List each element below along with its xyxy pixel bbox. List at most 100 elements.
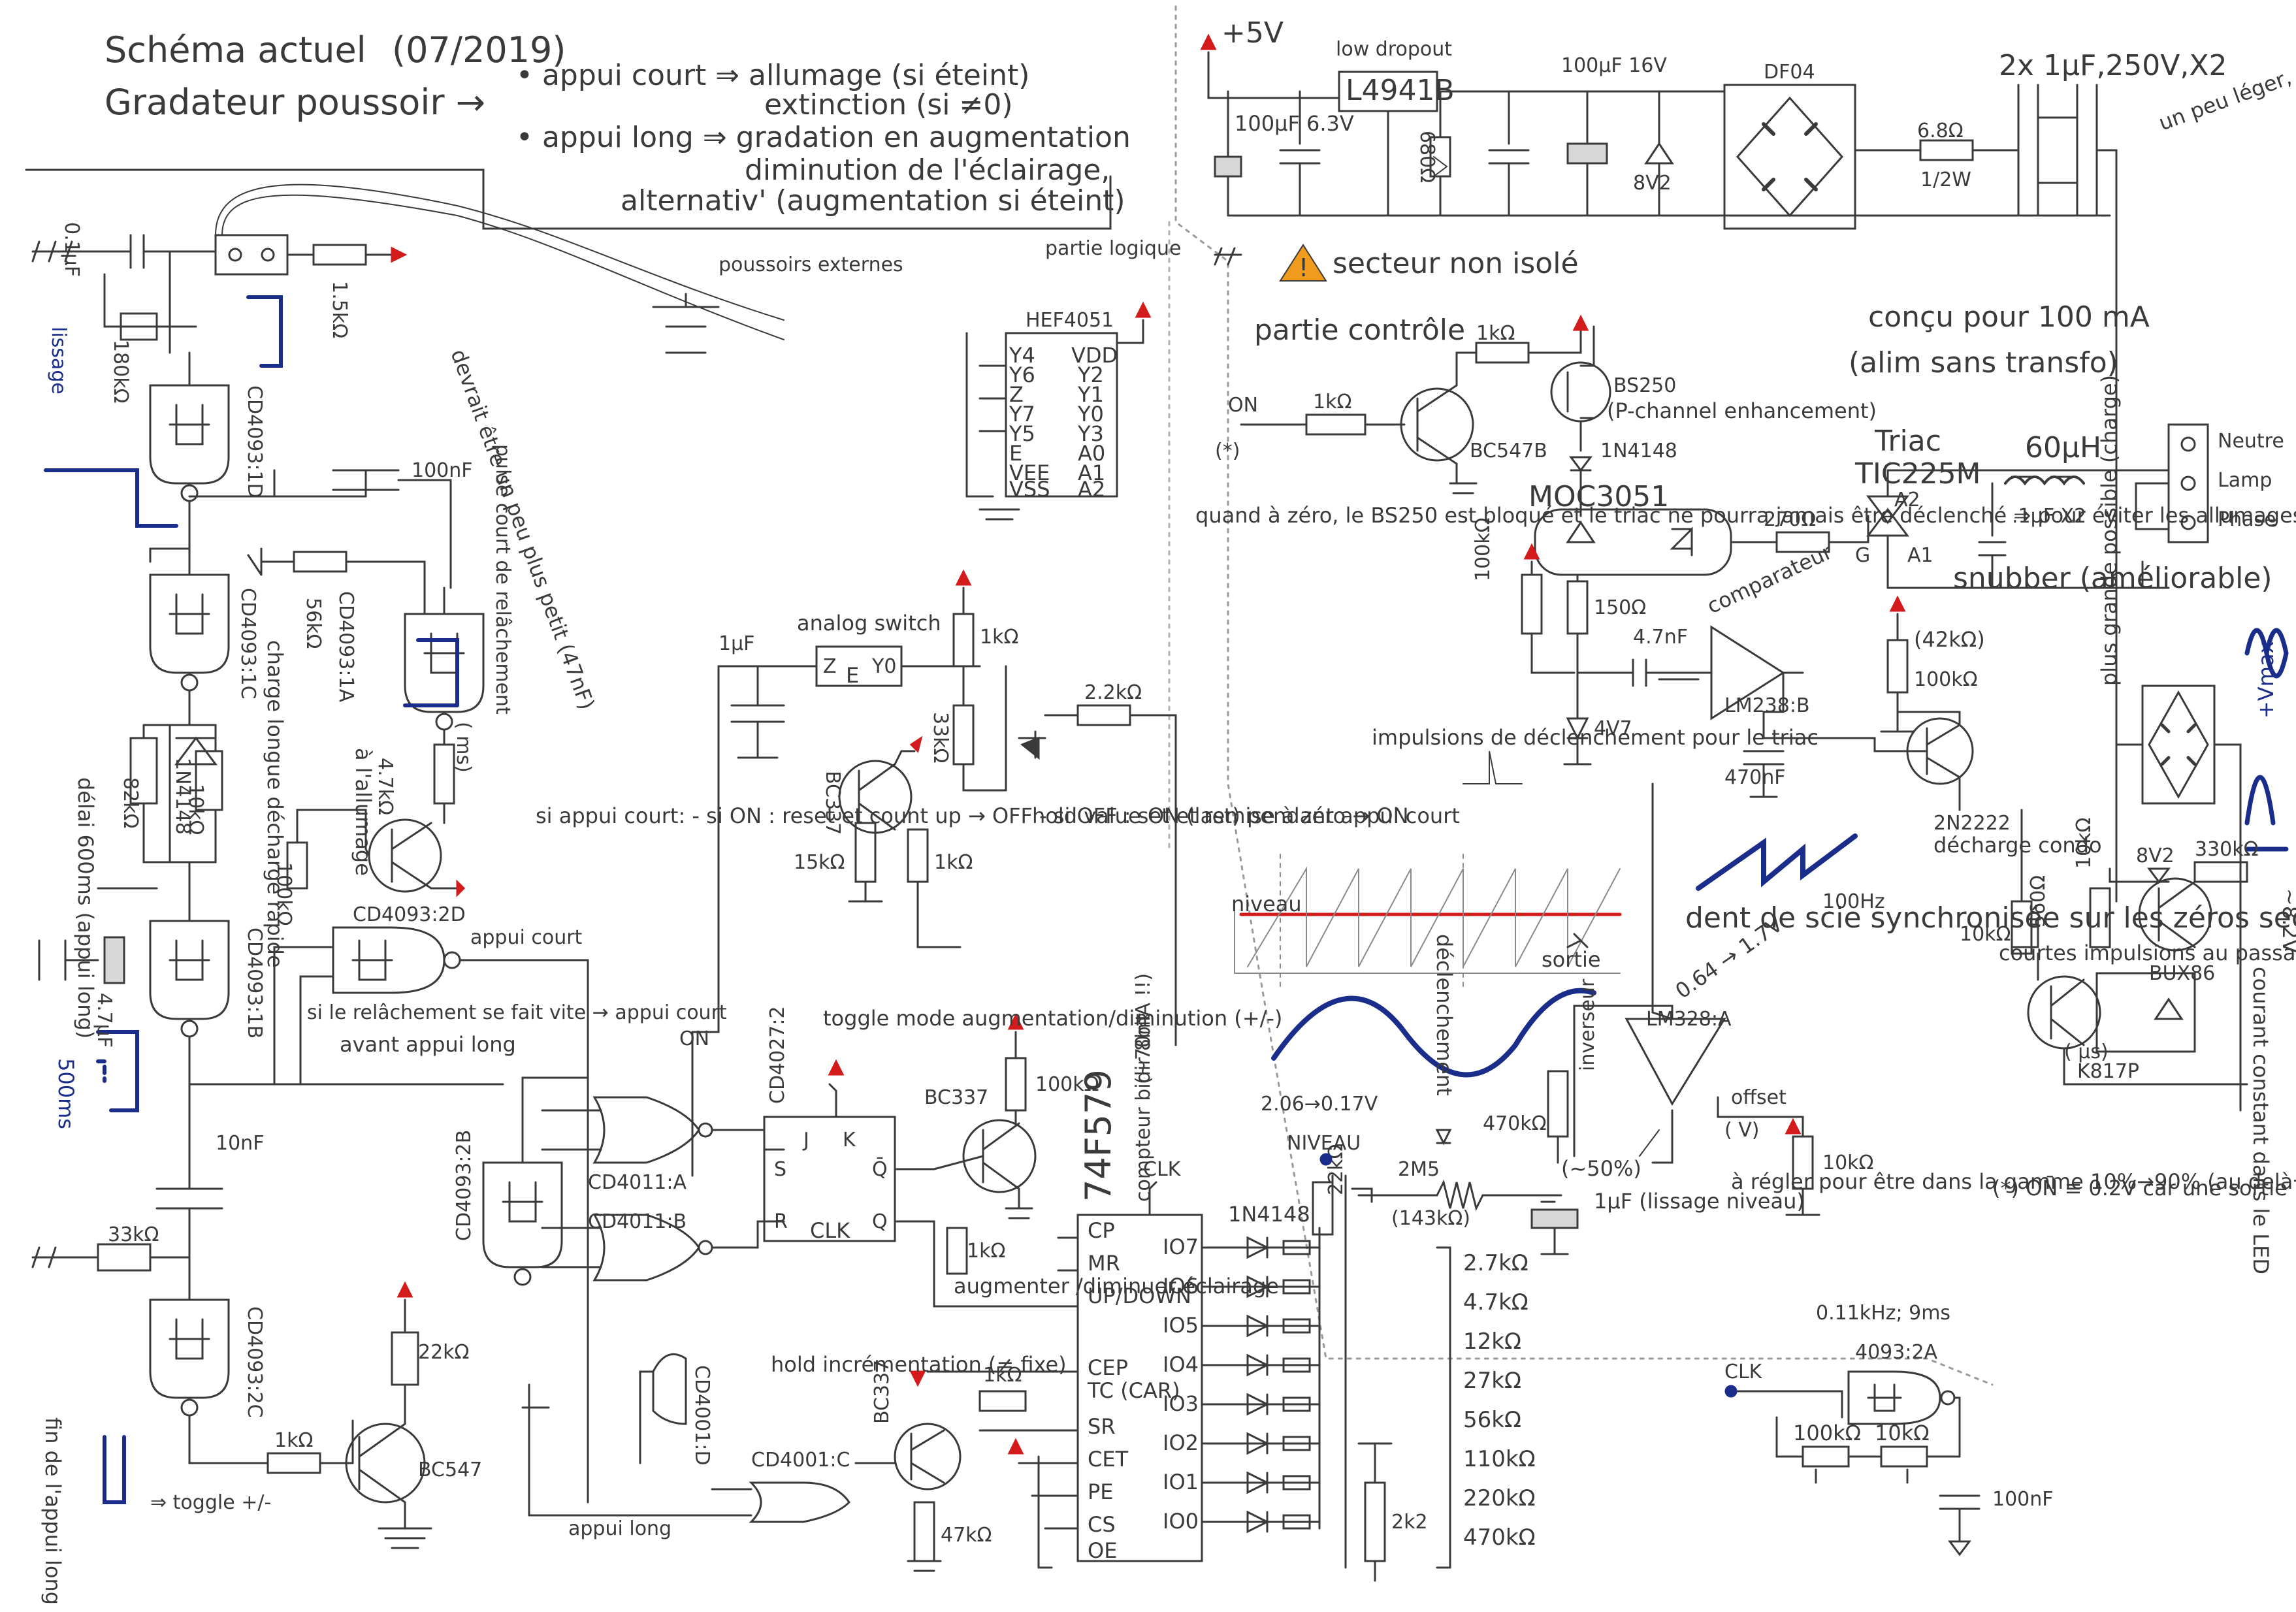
triac-ref-label: TIC225M	[1854, 457, 1981, 491]
ladder-value: 4.7kΩ	[1463, 1289, 1528, 1315]
nor-c-label: CD4001:C	[751, 1449, 850, 1472]
counter-pin: CS	[1088, 1512, 1116, 1537]
right-labels: +5V low dropout L4941B 100µF 6.3V 680Ω 1…	[1195, 0, 2296, 1511]
counter-pin: IO2	[1163, 1430, 1199, 1455]
l-60u-label: 60µH	[2025, 431, 2101, 464]
ff-k: K	[843, 1129, 856, 1152]
counter-pin: IO3	[1163, 1391, 1199, 1416]
counter-clk: CLK	[1143, 1158, 1182, 1181]
charge-note: charge longue décharge rapide	[263, 640, 287, 968]
r-56k-label: 56kΩ	[302, 598, 325, 649]
counter-pin: IO7	[1163, 1234, 1199, 1259]
long-press-note-2: diminution de l'éclairage,	[745, 153, 1110, 187]
phase-label: Phase	[2218, 508, 2276, 531]
neutre-label: Neutre	[2218, 430, 2284, 453]
r-33k-b-label: 33kΩ	[929, 712, 952, 763]
long-press-note: • appui long ⇒ gradation en augmentation	[516, 121, 1131, 154]
gate-2b-label: CD4093:2B	[453, 1130, 476, 1241]
q-2n2222-label: 2N2222	[1933, 812, 2011, 835]
caps-label: 2x 1µF,250V,X2	[1999, 49, 2227, 82]
ff-r: R	[774, 1210, 788, 1233]
counter-ma: (~70mA !!)	[1132, 973, 1155, 1084]
r-1k-e-label: 1kΩ	[1476, 322, 1515, 345]
ladder-value: 2.7kΩ	[1463, 1250, 1528, 1276]
sooms-label: 500ms	[54, 1058, 78, 1129]
ms-label: ( ms)	[452, 722, 475, 773]
delay-note: délai 600ms (appui long)	[73, 777, 98, 1039]
ladder-value: 27kΩ	[1463, 1368, 1521, 1394]
niveau-label: NIVEAU	[1287, 1132, 1361, 1155]
plus-gros-note: plus grande possible (charge)	[2097, 375, 2122, 686]
sortie-label: sortie	[1542, 947, 1601, 972]
c-100nf-label: 100nF	[412, 459, 473, 482]
hold-incr-note: hold incrémentation (≠ fixe)	[771, 1352, 1067, 1377]
counter-pin: TC (CAR)	[1087, 1378, 1180, 1403]
clk-gate-label: 4093:2A	[1855, 1341, 1938, 1364]
bc337-a-label: BC337	[821, 771, 844, 835]
left-waveforms	[44, 295, 459, 1504]
r-470k-label: 470kΩ	[1483, 1112, 1547, 1135]
center-labels: partie logique HEF4051 Y4 Y6 Z Y7 Y5 E V…	[453, 237, 1536, 1563]
hef-pin: E	[1009, 441, 1022, 466]
smaller-note: devrait être un peu plus petit (47nF)	[445, 346, 599, 713]
hef-pin: Y4	[1009, 343, 1035, 368]
counter-pin: IO0	[1163, 1509, 1199, 1534]
pct-label: (~50%)	[1561, 1156, 1641, 1181]
lowdrop-label: low dropout	[1336, 38, 1452, 61]
c-top-label: 0.1µF	[60, 222, 83, 277]
bc337-b-label: BC337	[924, 1086, 988, 1109]
r-watt-label: 1/2W	[1920, 169, 1971, 191]
hef-pin: A1	[1078, 460, 1105, 485]
counter-pin: CET	[1088, 1447, 1129, 1472]
k817-label: K817P	[2077, 1060, 2139, 1083]
footnote: (*) ON̄ ≡ 0.2V car une sortie TTL ne des…	[1992, 1175, 2296, 1201]
ff-qbar: Q̄	[872, 1157, 888, 1181]
r-1k-c-label: 1kΩ	[967, 1240, 1005, 1263]
counter-pin: IO6	[1163, 1274, 1199, 1298]
push-label: poussoirs externes	[719, 253, 903, 276]
counter-pin: IO4	[1163, 1352, 1199, 1377]
toggle-mode-note: toggle mode augmentation/diminution (+/-…	[823, 1006, 1282, 1031]
bc547b-label: BC547B	[1470, 440, 1547, 462]
partie-controle-label: partie contrôle	[1254, 314, 1465, 347]
r-2m5-label: 2M5	[1398, 1158, 1440, 1181]
a2-label: A2	[1894, 489, 1920, 511]
c-100nf-k-label: 100nF	[1992, 1488, 2054, 1511]
bridge-label: DF04	[1764, 61, 1815, 84]
gate-2c-label: CD4093:2C	[243, 1306, 266, 1418]
r-270-label: 270Ω	[1764, 508, 1816, 531]
offset-label: offset	[1731, 1086, 1787, 1109]
bc547-label: BC547	[418, 1459, 482, 1481]
center-logic	[482, 301, 1451, 1582]
hef-pin: VSS	[1009, 477, 1050, 502]
r-15k-label: 15kΩ	[794, 851, 845, 874]
hef-pin: Y6	[1009, 363, 1035, 387]
r-330k-label: 330kΩ	[2195, 838, 2259, 861]
fin-note: fin de l'appui long	[40, 1417, 65, 1605]
r-1k-a-label: 1kΩ	[980, 626, 1018, 649]
counter-pin: UP/DOWN	[1088, 1283, 1191, 1308]
ladder-value: 110kΩ	[1463, 1446, 1536, 1472]
zero-note: quand à zéro, le BS250 est bloqué et le …	[1195, 503, 2296, 528]
counter-pin: CP	[1088, 1218, 1115, 1243]
lm328-label: LM328:A	[1646, 1008, 1732, 1031]
hef-pin: A0	[1078, 441, 1105, 466]
r-1k-label: 1kΩ	[274, 1429, 313, 1452]
pulses-note: courtes impulsions au passage à zéro	[1999, 941, 2296, 965]
zener-8v2-label: 8V2	[1633, 172, 1672, 195]
c-4u7-label: 4.7µF	[93, 993, 116, 1048]
ff-label: CD4027:2	[766, 1006, 789, 1104]
toggle-label: ⇒ toggle +/-	[150, 1491, 271, 1514]
diode-label: 1N4148	[171, 758, 194, 835]
ladder-value: 56kΩ	[1463, 1407, 1521, 1433]
hz-label: 100Hz	[1822, 890, 1885, 913]
ff-q: Q	[872, 1210, 888, 1233]
r-2k2-b-label: 2k2	[1391, 1511, 1428, 1534]
r-47k-label: 47kΩ	[941, 1524, 992, 1547]
c-1uf-label: 1µF	[719, 632, 754, 655]
c-470nf-label: 470nF	[1724, 766, 1786, 789]
moc-label: MOC3051	[1528, 480, 1669, 513]
triac-label: Triac	[1874, 425, 1941, 458]
lamp-label: Lamp	[2218, 469, 2272, 492]
